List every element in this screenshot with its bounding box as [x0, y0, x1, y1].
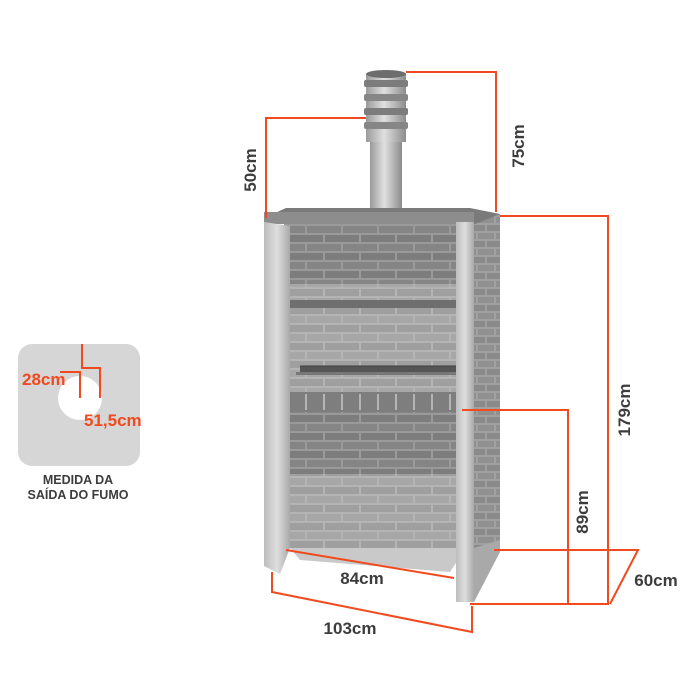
label-depth: 60cm — [634, 571, 677, 590]
upper-brick-wall — [284, 224, 470, 284]
dim-line-depth — [494, 549, 640, 605]
caption-line-1: MEDIDA DA — [43, 473, 113, 487]
dimension-lines — [265, 71, 640, 634]
label-outlet-outer: 28cm — [22, 370, 65, 389]
label-total-height: 179cm — [615, 384, 634, 437]
left-side-panel — [264, 222, 290, 574]
smoke-outlet-icon — [18, 344, 140, 466]
firebox-wall — [290, 308, 466, 392]
label-chimney-top: 75cm — [509, 124, 528, 167]
side-wall — [470, 214, 500, 560]
chimney — [364, 70, 408, 220]
lower-brick-wall — [290, 412, 466, 474]
dim-line-chimney-height — [265, 117, 366, 218]
dim-line-outlet-outer — [81, 344, 101, 398]
grill-grate — [296, 365, 464, 375]
label-outer-width: 103cm — [324, 619, 377, 638]
label-inner-width: 84cm — [340, 569, 383, 588]
dim-line-outer-width — [271, 572, 473, 634]
barbecue-grill-illustration — [264, 70, 500, 602]
dim-line-base-height — [462, 409, 569, 604]
dim-line-total-height — [470, 215, 609, 605]
dim-line-chimney-top — [406, 71, 497, 212]
label-chimney-height: 50cm — [241, 148, 260, 191]
base-brick-wall — [290, 474, 466, 548]
dim-line-inner-width — [285, 549, 455, 579]
label-base-height: 89cm — [573, 490, 592, 533]
dim-line-outlet-inner — [60, 371, 81, 398]
label-outlet-inner: 51,5cm — [84, 411, 142, 430]
caption-line-2: SAÍDA DO FUMO — [28, 487, 129, 502]
right-front-panel — [456, 222, 474, 602]
